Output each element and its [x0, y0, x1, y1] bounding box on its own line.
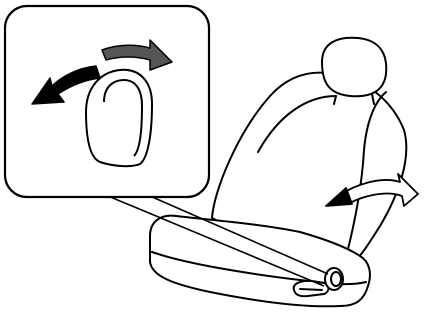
- dial-closeup: [86, 70, 152, 166]
- callout-box: [5, 6, 209, 197]
- side-lever-slot: [300, 289, 322, 290]
- headrest: [322, 38, 386, 97]
